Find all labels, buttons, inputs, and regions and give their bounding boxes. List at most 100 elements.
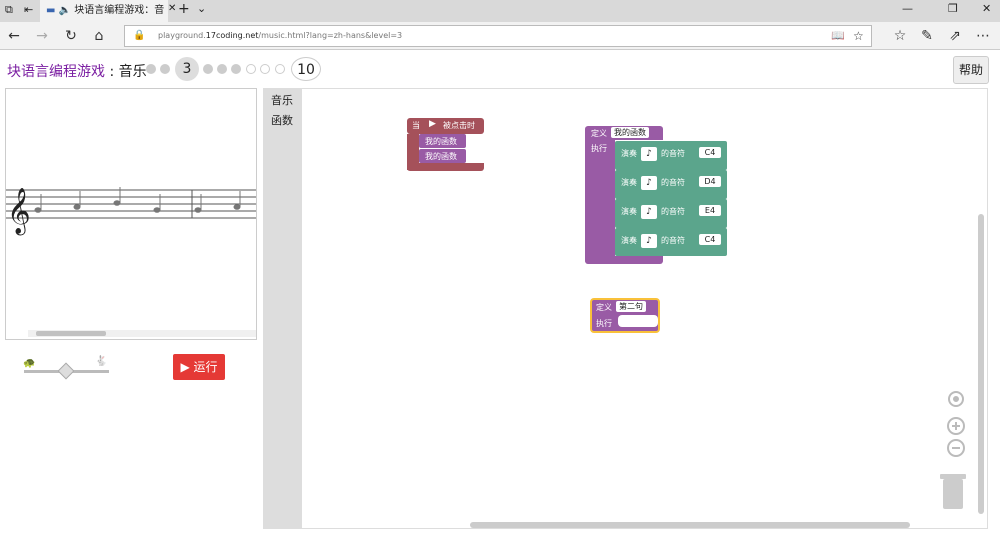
music-note-icon: ♪ (641, 205, 657, 219)
note-field[interactable]: C4 (699, 234, 721, 245)
music-staff: 𝄞 (6, 187, 256, 337)
music-note-icon: ♪ (641, 176, 657, 190)
call-my-function-2[interactable]: 我的函数 (419, 149, 466, 163)
run-button[interactable]: ▶ 运行 (173, 354, 225, 380)
staff-scrollbar-thumb (36, 331, 106, 336)
do-label: 执行 (591, 144, 607, 153)
treble-clef-icon: 𝄞 (7, 188, 31, 236)
music-note-icon: ♪ (641, 147, 657, 161)
audio-icon[interactable]: 🔈 (58, 5, 72, 16)
tab-title: 块语言编程游戏：音 (74, 5, 165, 16)
play-label: 演奏 (621, 149, 637, 158)
tab-bar: ⧉ ⇤ ▬ 🔈 块语言编程游戏：音 ✕ + ⌄ — ❐ ✕ (0, 0, 1000, 22)
new-tab-icon[interactable]: + (178, 1, 190, 17)
define-second-phrase-block[interactable]: 定义 第二句 执行 (590, 298, 660, 333)
page-title: 块语言编程游戏 : 音乐 (7, 61, 147, 81)
play-note-block-4[interactable]: 演奏 ♪ 的音符 C4 (615, 228, 727, 256)
define-label: 定义 (591, 129, 607, 138)
home-icon[interactable]: ⌂ (94, 28, 104, 44)
restore-icon[interactable]: ❐ (948, 2, 958, 15)
play-label: 演奏 (621, 207, 637, 216)
when-label: 当 (412, 121, 420, 130)
url-path: /music.html?lang=zh-hans&level=3 (258, 31, 403, 40)
when-clicked-spine (407, 134, 419, 170)
tab-actions-icon[interactable]: ⧉ (5, 3, 13, 16)
forward-icon[interactable]: → (36, 28, 48, 44)
level-dot-4[interactable] (203, 64, 213, 74)
workspace-horizontal-scrollbar[interactable] (470, 522, 910, 528)
play-note-block-3[interactable]: 演奏 ♪ 的音符 E4 (615, 199, 727, 228)
define-my-function-body: 执行 (585, 140, 615, 264)
refresh-icon[interactable]: ↻ (65, 28, 77, 44)
define-label: 定义 (596, 303, 612, 312)
tab-active[interactable]: ▬ 🔈 块语言编程游戏：音 (40, 0, 168, 22)
url-prefix: playground. (158, 31, 206, 40)
define-my-function-block[interactable]: 定义 我的函数 (585, 126, 663, 140)
game-title: 块语言编程游戏 (7, 64, 105, 80)
play-note-block-2[interactable]: 演奏 ♪ 的音符 D4 (615, 170, 727, 199)
music-staff-panel: 𝄞 (5, 88, 257, 340)
level-dot-8[interactable] (260, 64, 270, 74)
reading-view-icon[interactable]: 📖 (831, 29, 845, 42)
toolbox-category-music[interactable]: 音乐 (271, 94, 293, 107)
share-icon[interactable]: ⇗ (949, 28, 961, 44)
favorite-star-icon[interactable]: ☆ (853, 29, 864, 43)
zoom-in-icon (947, 417, 965, 435)
block-workspace[interactable]: 当 ▶ 被点击时 我的函数 我的函数 定义 我的函数 执行 演奏 ♪ 的音符 C… (301, 88, 988, 529)
of-note-label: 的音符 (661, 236, 685, 245)
level-dot-2[interactable] (160, 64, 170, 74)
trash-can-icon[interactable] (938, 471, 968, 511)
play-note-block-1[interactable]: 演奏 ♪ 的音符 C4 (615, 141, 727, 170)
turtle-slow-icon: 🐢 (23, 358, 36, 369)
play-label: 演奏 (621, 178, 637, 187)
level-dot-9[interactable] (275, 64, 285, 74)
of-note-label: 的音符 (661, 149, 685, 158)
back-icon[interactable]: ← (8, 28, 20, 44)
speed-slider-handle[interactable] (57, 362, 75, 380)
workspace-vertical-scrollbar[interactable] (978, 214, 984, 514)
function-name-field[interactable]: 第二句 (616, 301, 646, 312)
when-clicked-footer (407, 163, 484, 171)
level-dot-5[interactable] (217, 64, 227, 74)
close-window-icon[interactable]: ✕ (982, 2, 992, 15)
call-my-function-1[interactable]: 我的函数 (419, 134, 466, 148)
rabbit-fast-icon: 🐇 (95, 356, 108, 367)
minimize-icon[interactable]: — (902, 2, 913, 15)
flag-play-icon: ▶ (429, 119, 436, 129)
tab-list-chevron-icon[interactable]: ⌄ (197, 2, 207, 15)
play-label: 演奏 (621, 236, 637, 245)
define-my-function-footer (585, 256, 663, 264)
run-label: 运行 (193, 360, 218, 374)
level-dot-1[interactable] (146, 64, 156, 74)
zoom-out-icon (947, 439, 965, 457)
lock-icon: 🔒 (133, 30, 146, 41)
title-separator: : (105, 64, 119, 80)
do-label: 执行 (596, 319, 612, 328)
level-dot-6[interactable] (231, 64, 241, 74)
staff-scrollbar-track (28, 330, 256, 337)
of-note-label: 的音符 (661, 178, 685, 187)
last-level-indicator[interactable]: 10 (291, 57, 321, 81)
toolbox: 音乐 函数 (263, 88, 301, 529)
game-subtitle: 音乐 (118, 64, 147, 80)
url-domain: 17coding.net (205, 31, 259, 40)
note-field[interactable]: D4 (699, 176, 721, 187)
address-bar[interactable]: 🔒 playground.17coding.net/music.html?lan… (124, 25, 872, 47)
current-level-indicator[interactable]: 3 (175, 57, 199, 81)
level-dot-7[interactable] (246, 64, 256, 74)
note-field[interactable]: C4 (699, 147, 721, 158)
help-button[interactable]: 帮助 (953, 56, 989, 84)
clicked-label: 被点击时 (443, 121, 475, 130)
play-icon: ▶ (180, 360, 190, 374)
favorites-hub-icon[interactable]: ☆ (893, 28, 907, 44)
toolbox-category-functions[interactable]: 函数 (271, 114, 293, 127)
function-name-field[interactable]: 我的函数 (611, 127, 649, 138)
close-tab-icon[interactable]: ✕ (168, 3, 177, 14)
when-clicked-block[interactable]: 当 ▶ 被点击时 (407, 118, 484, 134)
nav-bar: ← → ↻ ⌂ 🔒 playground.17coding.net/music.… (0, 22, 1000, 50)
set-aside-tabs-icon[interactable]: ⇤ (24, 3, 34, 16)
empty-statement-slot[interactable] (618, 315, 658, 327)
more-icon[interactable]: ⋯ (976, 28, 990, 44)
note-field[interactable]: E4 (699, 205, 721, 216)
pen-icon[interactable]: ✎ (921, 28, 933, 44)
